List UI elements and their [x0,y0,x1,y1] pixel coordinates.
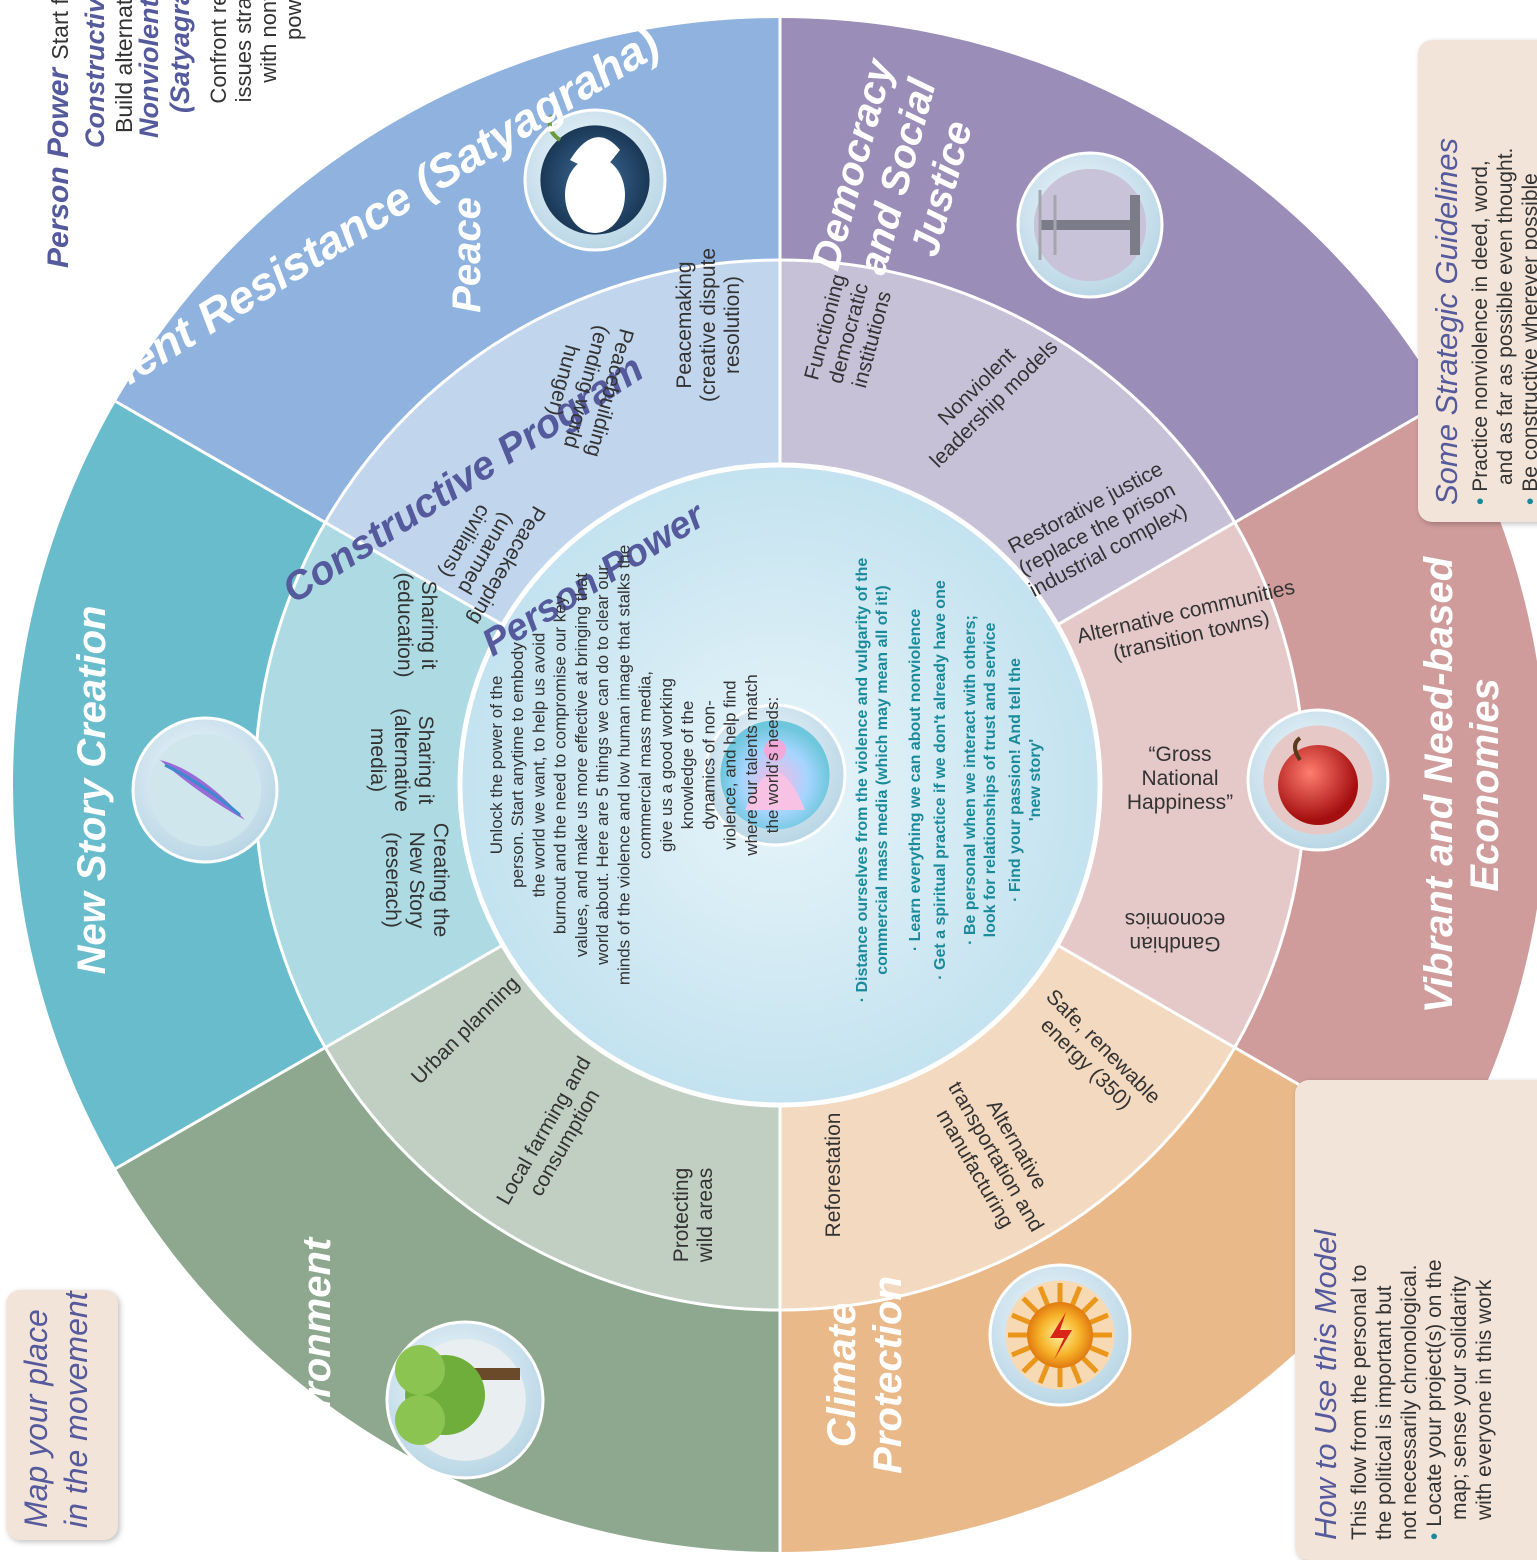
how-to-box [1295,1080,1537,1560]
guideline-item: • Be constructive wherever possible [1519,173,1537,505]
legend-resistance: Nonviolent Resistance (Satyagraha) [134,0,196,268]
guidelines-text: Some Strategic Guidelines • Practice non… [1426,138,1537,505]
how-to-line: • Locate your project(s) on the [1423,1259,1446,1540]
environment-title: Environment [295,1236,339,1482]
tree-icon [385,1320,545,1480]
guideline-item: and as far as possible even thought. [1494,147,1517,485]
how-to-line: not necessarily chronological. [1398,1264,1421,1540]
apple-icon [1246,708,1390,852]
center-step: · Find your passion! And tell the'new st… [1007,658,1044,902]
feather-icon [131,716,279,864]
climate-item: Reforestation [822,1113,845,1238]
economies-item: Gandhianeconomics [1125,908,1225,955]
center-step: · Learn everything we can about nonviole… [907,609,924,951]
story-item: Creating theNew Story(reserach) [381,823,452,937]
how-to-text: How to Use this Model This flow from the… [1305,1230,1497,1540]
center-step: · Get a spiritual practice if we don't a… [932,580,949,980]
legend-constructive-program: Constructive Program [80,0,110,148]
peace-title: Peace [445,197,489,313]
sun-icon [988,1263,1132,1407]
peace-item: Peacemaking(creative disputeresolution) [673,248,744,402]
legend-desc-line: with nonviolent [256,0,281,83]
how-to-line: with everyone in this work [1473,1279,1496,1520]
story-item: Sharing it(education) [393,572,440,677]
legend-nonviolent-resistance: Nonviolent Resistance [134,0,164,138]
legend-constructive: Constructive Program Build alternative i… [80,0,138,268]
guideline-item: • Practice nonviolence in deed, word, [1469,160,1492,505]
center-step: · Be personal when we interact with othe… [962,615,999,945]
map-place-box [6,1290,118,1540]
economies-title: Vibrant and Need-basedEconomies [1417,555,1507,1013]
how-to-line: This flow from the personal to [1348,1264,1371,1540]
meditation-icon [703,703,847,847]
guidelines-box [1418,40,1537,522]
story-item: Sharing it(alternativemedia) [366,708,437,812]
environment-item: Protectingwild areas [670,1168,717,1264]
story-title: New Story Creation [70,606,114,975]
legend-person-power-desc: Start from within [47,0,73,60]
dove-icon [523,108,667,252]
legend-satyagraha: (Satyagraha) [165,0,195,113]
how-to-title: How to Use this Model [1308,1229,1343,1540]
map-place-text: Map your place in the movement [16,1291,96,1528]
scales-icon [1016,151,1164,299]
legend-person-power: Person Power [42,67,75,268]
guidelines-title: Some Strategic Guidelines [1429,137,1464,505]
climate-title: ClimateProtection [820,1276,910,1474]
legend-desc-line: power [281,0,306,40]
map-place-line: in the movement [58,1291,94,1528]
democracy-title: Democracyand SocialJustice [804,53,992,298]
how-to-line: map; sense your solidarity [1448,1276,1471,1520]
map-place-line: Map your place [18,1309,54,1528]
legend-desc-line: issues stragetically [231,0,256,103]
how-to-line: the political is important but [1373,1285,1396,1540]
climate-item: Alternativetransportation andmanufacturi… [922,1066,1068,1248]
center-step: · Distance ourselves from the violence a… [854,558,891,1003]
legend: Person Power Start from within [42,0,76,268]
legend-resistance-desc: Confront remaining issues stragetically … [206,0,306,110]
legend-desc-line: Confront remaining [206,0,231,104]
